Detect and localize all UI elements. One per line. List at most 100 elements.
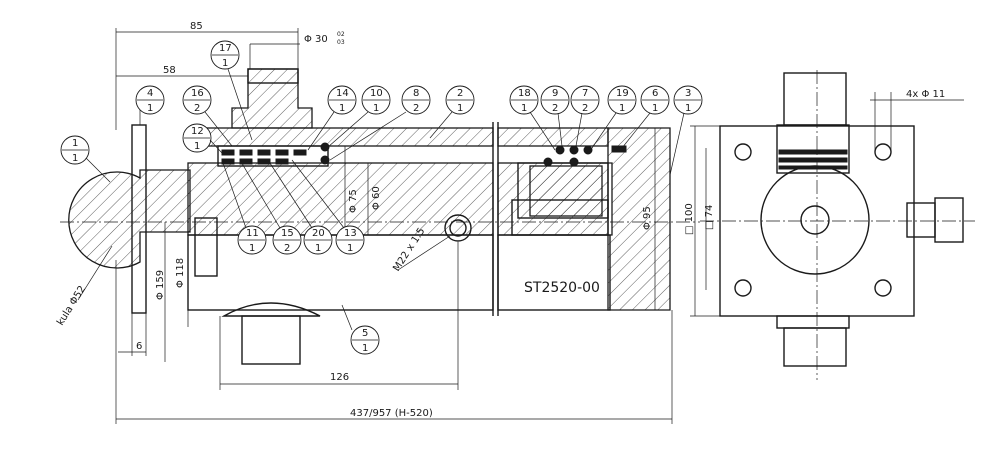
balloon-7: 72	[570, 85, 600, 147]
bolt-hole-tl	[734, 143, 752, 161]
svg-text:1: 1	[222, 58, 228, 69]
end-side-port	[906, 202, 936, 238]
balloon-4: 41	[135, 85, 165, 115]
barrel-top-right	[497, 127, 609, 147]
svg-text:1: 1	[339, 103, 345, 114]
cylinder-lower-right	[497, 234, 611, 311]
end-barrel	[760, 165, 870, 275]
svg-text:4: 4	[147, 88, 153, 99]
svg-text:2: 2	[284, 243, 290, 254]
piston	[517, 162, 609, 219]
flange-plate	[131, 124, 147, 314]
bolt-hole-bl	[734, 279, 752, 297]
dim-phi60: Φ 60	[371, 186, 382, 210]
bolt-hole-tr	[874, 143, 892, 161]
dim-phi118: Φ 118	[175, 258, 186, 288]
balloon-15: 15 2	[239, 159, 302, 255]
end-side-nut	[934, 197, 964, 243]
svg-text:1: 1	[619, 103, 625, 114]
svg-text:2: 2	[413, 103, 419, 114]
svg-text:1: 1	[315, 243, 321, 254]
svg-text:1: 1	[457, 103, 463, 114]
dim-sq100: □ 100	[684, 203, 695, 235]
bolt-hole-br	[874, 279, 892, 297]
ball-end	[68, 169, 191, 269]
end-cap	[607, 127, 671, 311]
end-view: □ 100 □ 74 4x Φ 11	[684, 70, 975, 380]
svg-text:13: 13	[344, 228, 357, 239]
balloon-12: 121	[182, 123, 223, 154]
balloon-18: 181	[509, 85, 556, 151]
svg-text:5: 5	[362, 328, 368, 339]
svg-text:1: 1	[72, 138, 78, 149]
svg-text:1: 1	[249, 243, 255, 254]
svg-text:1: 1	[347, 243, 353, 254]
balloon-14: 141	[307, 85, 357, 151]
balloon-19: 191	[591, 85, 637, 149]
dim-ball: kula Φ52	[55, 284, 88, 328]
svg-text:6: 6	[652, 88, 658, 99]
top-block	[231, 68, 313, 129]
svg-text:2: 2	[552, 103, 558, 114]
balloon-2: 21	[429, 85, 475, 139]
svg-text:1: 1	[72, 153, 78, 164]
port-inner	[449, 219, 467, 237]
dim-phi159: Φ 159	[155, 270, 166, 300]
balloon-1: 11	[60, 135, 111, 183]
dim-126: 126	[330, 372, 349, 383]
balloon-17: 171	[210, 40, 253, 141]
barrel-top	[204, 127, 494, 147]
balloon-11: 111	[221, 159, 267, 255]
svg-text:1: 1	[362, 343, 368, 354]
piston-rod	[187, 162, 494, 236]
dim-phi75: Φ 75	[348, 189, 359, 213]
svg-text:2: 2	[582, 103, 588, 114]
piston-body	[529, 165, 603, 217]
svg-text:7: 7	[582, 88, 588, 99]
svg-text:19: 19	[616, 88, 629, 99]
dim-sq74: □ 74	[704, 205, 715, 230]
svg-text:16: 16	[191, 88, 204, 99]
dim-85: 85	[190, 21, 203, 32]
part-number: ST2520-00	[524, 280, 600, 296]
dim-58: 58	[163, 65, 176, 76]
end-bottom-stub	[783, 327, 847, 367]
svg-text:8: 8	[413, 88, 419, 99]
rod-step	[194, 217, 218, 277]
end-top-seals	[778, 149, 848, 170]
balloon-20: 20 1	[267, 159, 333, 255]
svg-text:2: 2	[457, 88, 463, 99]
dim-phi95: Φ 95	[642, 206, 653, 230]
svg-text:14: 14	[336, 88, 349, 99]
section-view	[60, 68, 700, 365]
svg-text:1: 1	[194, 141, 200, 152]
balloon-5: 51	[341, 304, 380, 355]
svg-text:10: 10	[370, 88, 383, 99]
svg-text:12: 12	[191, 126, 204, 137]
svg-text:1: 1	[147, 103, 153, 114]
balloon-6: 61	[621, 85, 670, 149]
gland	[217, 145, 329, 167]
svg-text:15: 15	[281, 228, 294, 239]
balloon-3: 31	[669, 85, 703, 176]
piston-lower	[511, 199, 609, 236]
svg-text:11: 11	[246, 228, 259, 239]
balloon-10: 10 1	[327, 85, 391, 148]
boss-dome	[221, 302, 321, 317]
svg-text:18: 18	[518, 88, 531, 99]
balloon-9: 92	[540, 85, 570, 147]
svg-text:3: 3	[685, 88, 691, 99]
svg-text:1: 1	[652, 103, 658, 114]
dim-length: 437/957 (H-520)	[350, 408, 433, 419]
svg-text:17: 17	[219, 43, 232, 54]
svg-text:1: 1	[685, 103, 691, 114]
break-marks	[492, 122, 499, 316]
balloons: 11 171 41 162 121 141 101	[60, 40, 703, 355]
dim-6: 6	[136, 341, 142, 352]
dim-phi30: Φ 30	[304, 34, 328, 45]
dim-holes: 4x Φ 11	[906, 89, 945, 100]
svg-text:20: 20	[312, 228, 325, 239]
balloon-8: 82	[329, 85, 431, 161]
